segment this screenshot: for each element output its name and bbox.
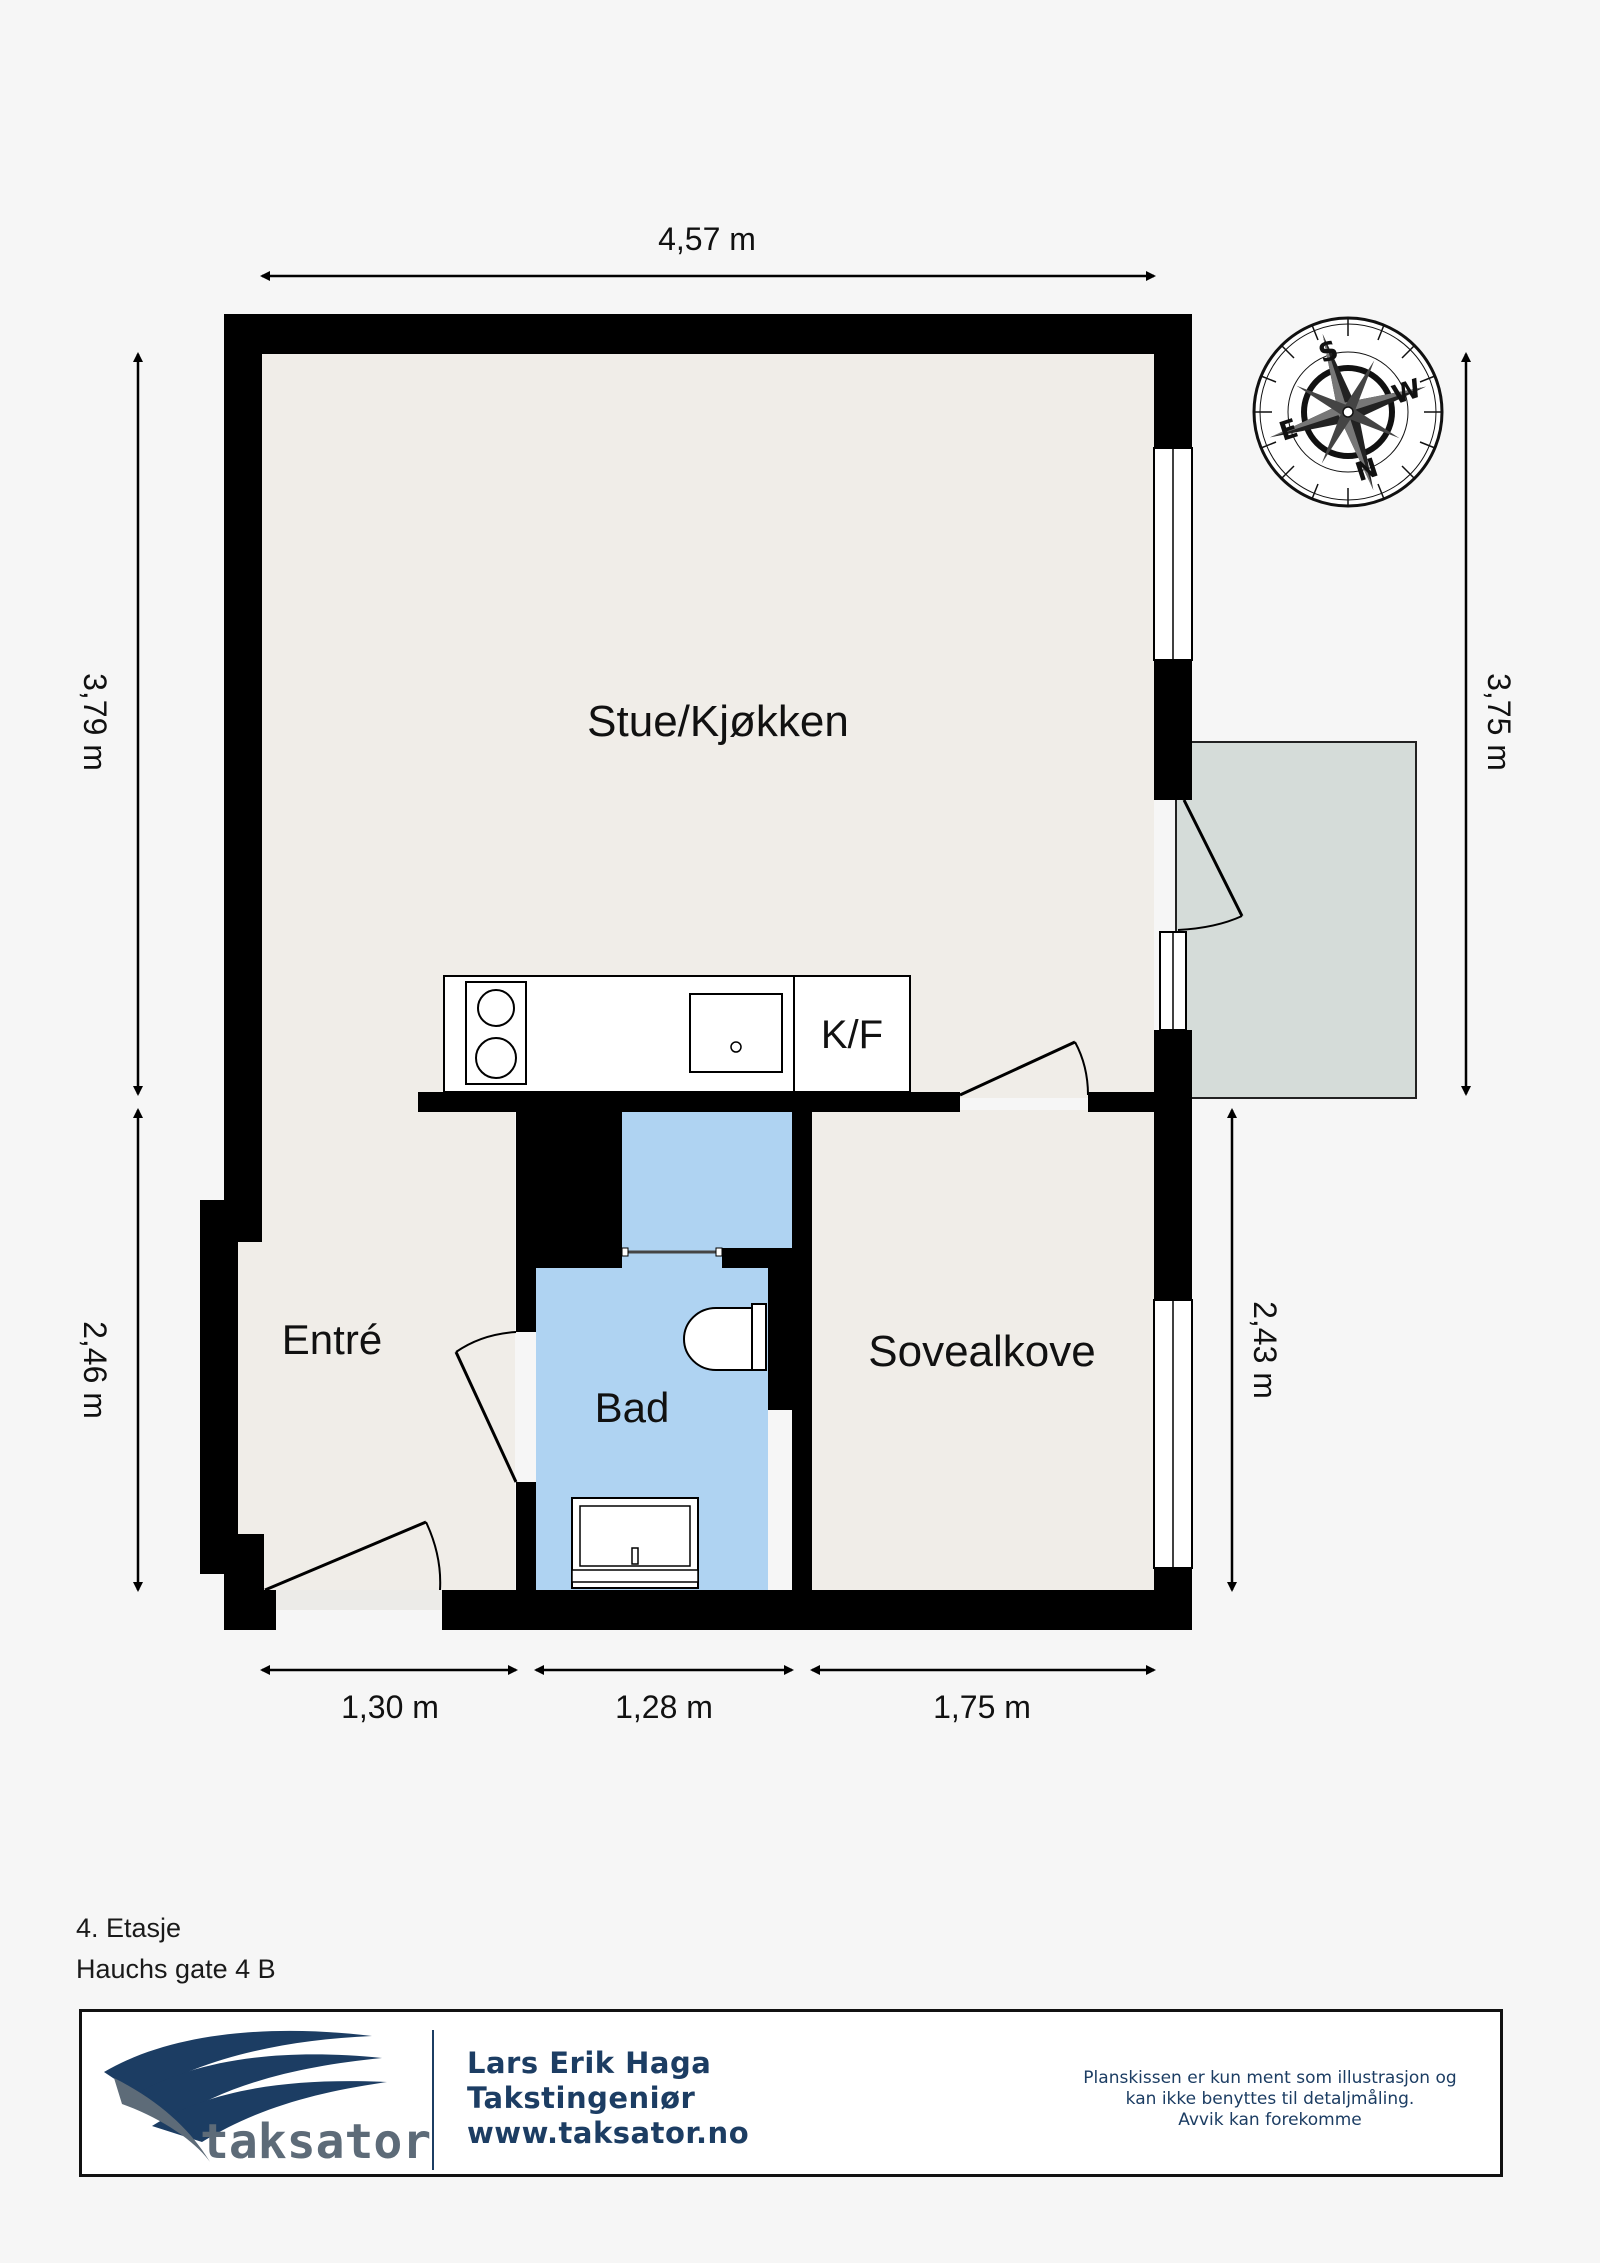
bathroom-floor xyxy=(536,1110,792,1592)
left-wall-lower xyxy=(200,1200,238,1574)
bathroom-wall-left-upper xyxy=(516,1110,536,1332)
contact-title: Takstingeniør xyxy=(467,2081,696,2115)
bathroom-door xyxy=(454,1331,518,1483)
taksator-logo: taksator xyxy=(104,2030,431,2170)
contact-info: Lars Erik Haga Takstingeniør www.taksato… xyxy=(467,2046,749,2151)
fridge-freezer xyxy=(793,975,911,1093)
left-wall-corner xyxy=(224,1534,264,1590)
cooktop xyxy=(465,981,527,1085)
balcony xyxy=(1175,741,1417,1099)
entrance-door xyxy=(264,1520,442,1592)
dimension-right-upper: 3,75 m xyxy=(1481,673,1517,771)
info-box: taksator Lars Erik Haga Takstingeniør ww… xyxy=(79,2009,1503,2177)
dimension-top: 4,57 m xyxy=(658,221,756,257)
label-bathroom: Bad xyxy=(595,1384,670,1431)
bathroom-wall-left-lower xyxy=(516,1482,536,1590)
interior-wall-horizontal-right xyxy=(1088,1092,1158,1112)
balcony-door xyxy=(1177,799,1244,931)
sliding-door-track xyxy=(621,1247,723,1257)
disclaimer-line: Planskissen er kun ment som illustrasjon… xyxy=(1083,2068,1457,2088)
label-fridge-freezer: K/F xyxy=(821,1013,883,1057)
right-wall-a xyxy=(1154,314,1192,448)
interior-wall-horizontal-left xyxy=(418,1092,960,1112)
window-upper xyxy=(1153,447,1193,661)
right-wall-b xyxy=(1154,660,1192,800)
right-wall-c xyxy=(1154,1030,1192,1300)
window-balcony xyxy=(1159,931,1187,1031)
dimension-right-lower: 2,43 m xyxy=(1247,1301,1283,1399)
disclaimer: Planskissen er kun ment som illustrasjon… xyxy=(1070,2068,1470,2131)
alcove-door xyxy=(959,1040,1089,1097)
label-sleeping-alcove: Sovealkove xyxy=(868,1327,1095,1376)
contact-name: Lars Erik Haga xyxy=(467,2046,712,2080)
left-wall-upper xyxy=(224,314,262,1242)
toilet xyxy=(683,1303,767,1371)
dimension-bottom-alcove: 1,75 m xyxy=(933,1689,1031,1725)
kitchen-counter xyxy=(443,975,911,1093)
bottom-wall-left xyxy=(224,1590,276,1630)
top-wall xyxy=(224,314,1192,354)
bottom-wall-right xyxy=(442,1590,1192,1630)
dimension-bottom-entrance: 1,30 m xyxy=(341,1689,439,1725)
label-entrance: Entré xyxy=(282,1316,382,1363)
disclaimer-line: kan ikke benyttes til detaljmåling. xyxy=(1125,2089,1415,2109)
window-lower xyxy=(1153,1299,1193,1569)
dimension-left-upper: 3,79 m xyxy=(77,673,113,771)
entrance-floor xyxy=(238,1098,515,1610)
dimension-bottom-bathroom: 1,28 m xyxy=(615,1689,713,1725)
entrance-threshold xyxy=(265,1590,443,1610)
washbasin xyxy=(571,1497,699,1589)
dimension-left-lower: 2,46 m xyxy=(77,1321,113,1419)
floor-level: 4. Etasje xyxy=(76,1913,182,1943)
living-kitchen-floor xyxy=(262,354,1154,1098)
sleeping-alcove-floor xyxy=(812,1110,1154,1592)
divider xyxy=(432,2030,434,2170)
compass-icon: S W N E xyxy=(1252,316,1444,508)
floor-address: Hauchs gate 4 B xyxy=(76,1954,276,1984)
shaft xyxy=(536,1110,622,1268)
bathroom-wall-notch xyxy=(722,1248,792,1268)
disclaimer-line: Avvik kan forekomme xyxy=(1178,2110,1362,2130)
right-wall-d xyxy=(1154,1568,1192,1630)
contact-website[interactable]: www.taksator.no xyxy=(467,2116,750,2150)
logo-text: taksator xyxy=(200,2114,431,2170)
sink xyxy=(689,993,783,1073)
floor-plan: Stue/Kjøkken Entré Bad Sovealkove K/F 4,… xyxy=(77,221,1517,1725)
bathroom-wall-right xyxy=(792,1110,812,1590)
label-living-kitchen: Stue/Kjøkken xyxy=(587,697,849,746)
